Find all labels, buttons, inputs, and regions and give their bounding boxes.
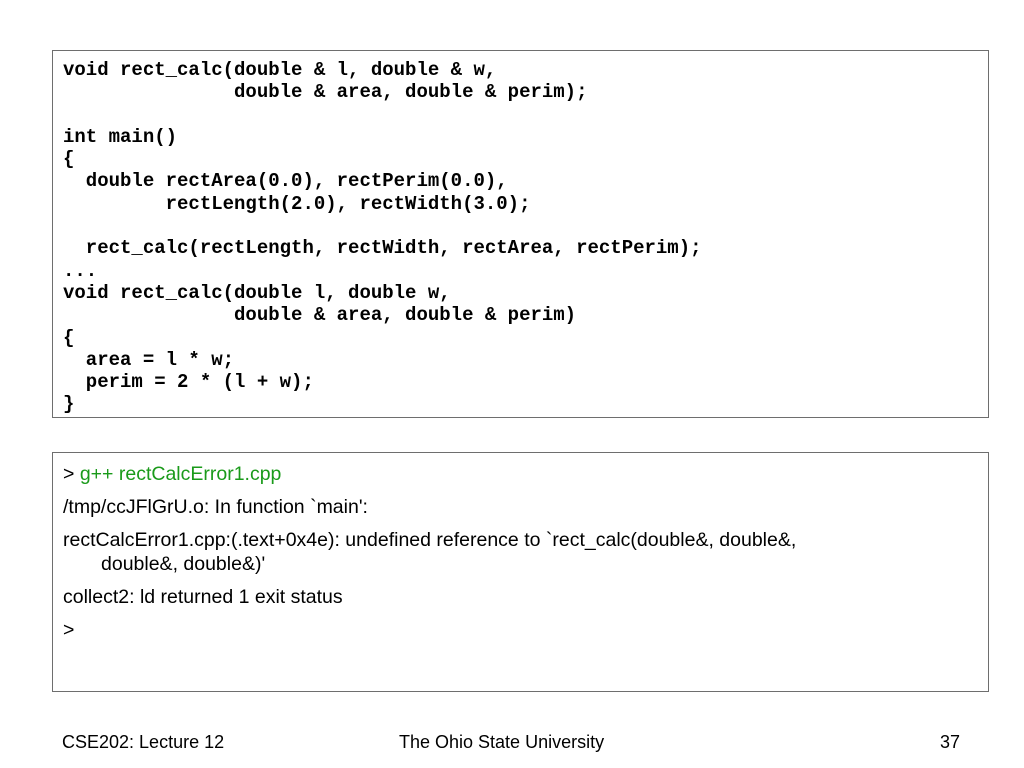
code-line: double rectArea(0.0), rectPerim(0.0),	[63, 170, 508, 193]
terminal-error-text-continued: double&, double&)'	[101, 553, 266, 575]
code-line: }	[63, 393, 75, 416]
code-line: rectLength(2.0), rectWidth(3.0);	[63, 192, 531, 215]
code-line: ...	[63, 259, 98, 282]
code-line	[63, 215, 988, 237]
terminal-error-text: rectCalcError1.cpp:(.text+0x4e): undefin…	[63, 529, 797, 551]
code-line: rect_calc(rectLength, rectWidth, rectAre…	[63, 237, 702, 260]
terminal-command-line: > g++ rectCalcError1.cpp	[63, 462, 988, 486]
footer-page-number: 37	[940, 732, 961, 752]
code-line: int main()	[63, 125, 178, 148]
code-line: {	[63, 148, 75, 171]
terminal-prompt: >	[63, 463, 75, 485]
code-line: double & area, double & perim)	[63, 304, 577, 327]
code-listing: void rect_calc(double & l, double & w, d…	[53, 51, 988, 416]
code-line: void rect_calc(double l, double w,	[63, 281, 451, 304]
terminal-error-line: /tmp/ccJFlGrU.o: In function `main':	[63, 496, 368, 518]
footer-university: The Ohio State University	[399, 732, 605, 752]
terminal-command: g++ rectCalcError1.cpp	[79, 463, 282, 485]
terminal-error-line: rectCalcError1.cpp:(.text+0x4e): undefin…	[63, 528, 988, 576]
code-listing-box: void rect_calc(double & l, double & w, d…	[52, 50, 989, 418]
terminal-output: > g++ rectCalcError1.cpp /tmp/ccJFlGrU.o…	[53, 453, 988, 642]
code-line: area = l * w;	[63, 348, 235, 371]
code-line: {	[63, 326, 75, 349]
code-line: perim = 2 * (l + w);	[63, 371, 314, 394]
code-line	[63, 104, 988, 126]
terminal-prompt-line: >	[63, 619, 75, 641]
code-line: double & area, double & perim);	[63, 81, 588, 104]
code-line: void rect_calc(double & l, double & w,	[63, 59, 497, 81]
footer-course: CSE202: Lecture 12	[62, 732, 225, 752]
terminal-output-box: > g++ rectCalcError1.cpp /tmp/ccJFlGrU.o…	[52, 452, 989, 692]
terminal-error-line: collect2: ld returned 1 exit status	[63, 586, 343, 608]
